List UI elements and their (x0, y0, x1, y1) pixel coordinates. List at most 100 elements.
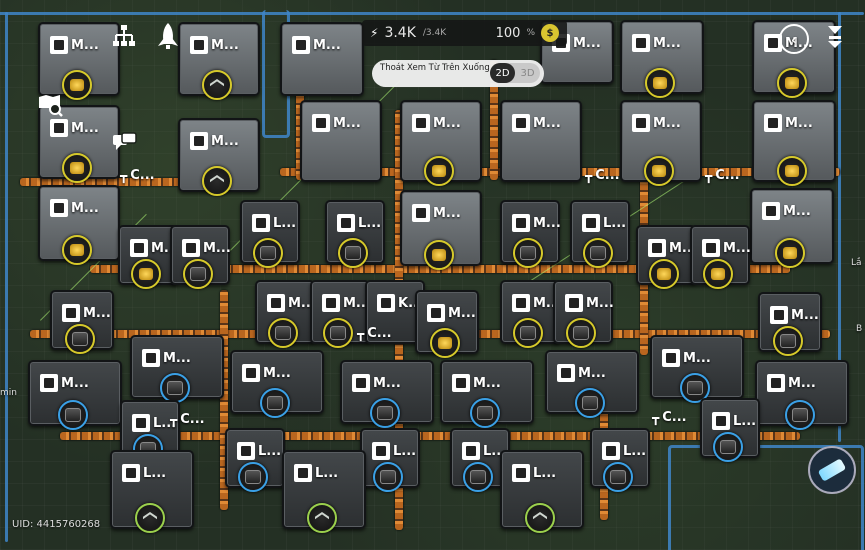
power-connector-label: ┳C... (357, 326, 392, 341)
building-label-text: M... (723, 240, 751, 256)
building-type-icon (632, 114, 650, 132)
output-resource-indicator[interactable] (649, 259, 679, 289)
gold-ore-icon (139, 268, 153, 280)
factory-building[interactable] (300, 100, 382, 182)
output-resource-indicator[interactable] (160, 373, 190, 403)
building-type-icon (412, 204, 430, 222)
building-type-icon (352, 374, 370, 392)
metal-block-icon (345, 246, 361, 260)
factory-building[interactable] (750, 188, 834, 264)
output-resource-indicator[interactable] (370, 398, 400, 428)
building-type-icon (377, 294, 395, 312)
building-label: L... (602, 442, 646, 460)
output-resource-indicator[interactable] (566, 318, 596, 348)
building-label: L... (252, 214, 296, 232)
view-mode-toggle[interactable]: 2D 3D (490, 63, 540, 83)
factory-building[interactable] (500, 100, 582, 182)
output-resource-indicator[interactable] (202, 70, 232, 100)
output-resource-indicator[interactable] (773, 326, 803, 356)
rocket-icon[interactable] (155, 22, 181, 55)
output-resource-indicator[interactable] (463, 462, 493, 492)
factory-building[interactable] (415, 290, 479, 354)
output-resource-indicator[interactable] (338, 238, 368, 268)
output-resource-indicator[interactable] (513, 318, 543, 348)
power-connector-text: C... (130, 168, 155, 183)
output-resource-indicator[interactable] (373, 462, 403, 492)
output-resource-indicator[interactable] (131, 259, 161, 289)
building-label-text: L... (153, 415, 177, 431)
power-connector-text: C... (715, 168, 740, 183)
building-label-text: M... (653, 115, 681, 131)
factory-building[interactable] (282, 450, 366, 529)
building-label: M... (412, 204, 461, 222)
building-label-text: M... (669, 240, 697, 256)
output-resource-indicator[interactable] (777, 156, 807, 186)
output-resource-indicator[interactable] (785, 400, 815, 430)
building-label-text: M... (71, 200, 99, 216)
factory-building[interactable] (700, 398, 760, 458)
output-resource-indicator[interactable] (525, 503, 555, 533)
output-resource-indicator[interactable] (645, 68, 675, 98)
output-resource-indicator[interactable] (424, 156, 454, 186)
view-3d-button[interactable]: 3D (520, 67, 535, 79)
metal-block-icon (687, 381, 703, 395)
output-resource-indicator[interactable] (253, 238, 283, 268)
building-label-text: M... (448, 305, 476, 321)
building-label: M... (764, 114, 813, 132)
factory-building[interactable] (240, 200, 300, 264)
output-resource-indicator[interactable] (268, 318, 298, 348)
back-arrow-icon[interactable]: ‹ (779, 24, 809, 54)
water-pipe (668, 445, 864, 550)
building-label: M... (770, 306, 819, 324)
output-resource-indicator[interactable] (583, 238, 613, 268)
output-resource-indicator[interactable] (680, 373, 710, 403)
crystal-icon[interactable] (808, 446, 856, 494)
gold-ore-icon (785, 165, 799, 177)
output-resource-indicator[interactable] (58, 400, 88, 430)
output-resource-indicator[interactable] (644, 156, 674, 186)
output-resource-indicator[interactable] (513, 238, 543, 268)
factory-building[interactable] (280, 22, 364, 96)
building-type-icon (40, 374, 58, 392)
chat-icon[interactable] (112, 132, 138, 159)
building-type-icon (62, 304, 80, 322)
output-resource-indicator[interactable] (424, 240, 454, 270)
output-resource-indicator[interactable] (575, 388, 605, 418)
output-resource-indicator[interactable] (202, 166, 232, 196)
output-resource-indicator[interactable] (62, 70, 92, 100)
output-resource-indicator[interactable] (703, 259, 733, 289)
output-resource-indicator[interactable] (307, 503, 337, 533)
output-resource-indicator[interactable] (777, 68, 807, 98)
output-resource-indicator[interactable] (62, 235, 92, 265)
hierarchy-icon[interactable] (112, 24, 136, 53)
power-connector-label: ┳C... (705, 168, 740, 183)
building-type-icon (242, 364, 260, 382)
building-type-icon (190, 36, 208, 54)
building-type-icon (662, 349, 680, 367)
output-resource-indicator[interactable] (470, 398, 500, 428)
building-label-text: M... (788, 375, 816, 391)
power-connector-label: ┳C... (652, 410, 687, 425)
building-type-icon (648, 239, 666, 257)
building-type-icon (294, 464, 312, 482)
output-resource-indicator[interactable] (238, 462, 268, 492)
output-resource-indicator[interactable] (713, 432, 743, 462)
output-resource-indicator[interactable] (260, 388, 290, 418)
output-resource-indicator[interactable] (65, 324, 95, 354)
view-2d-button[interactable]: 2D (490, 63, 515, 83)
output-resource-indicator[interactable] (430, 328, 460, 358)
output-resource-indicator[interactable] (323, 318, 353, 348)
sort-icon[interactable] (826, 24, 844, 55)
coin-icon[interactable]: $ (541, 24, 559, 42)
output-resource-indicator[interactable] (603, 462, 633, 492)
building-label-text: M... (203, 240, 231, 256)
resource-bar: ⚡ 3.4K/3.4K 100% $ (362, 20, 567, 46)
output-resource-indicator[interactable] (62, 153, 92, 183)
gold-ore-icon (432, 249, 446, 261)
output-resource-indicator[interactable] (135, 503, 165, 533)
map-search-icon[interactable] (38, 94, 64, 123)
output-resource-indicator[interactable] (775, 238, 805, 268)
output-resource-indicator[interactable] (183, 259, 213, 289)
building-label: L... (122, 464, 166, 482)
